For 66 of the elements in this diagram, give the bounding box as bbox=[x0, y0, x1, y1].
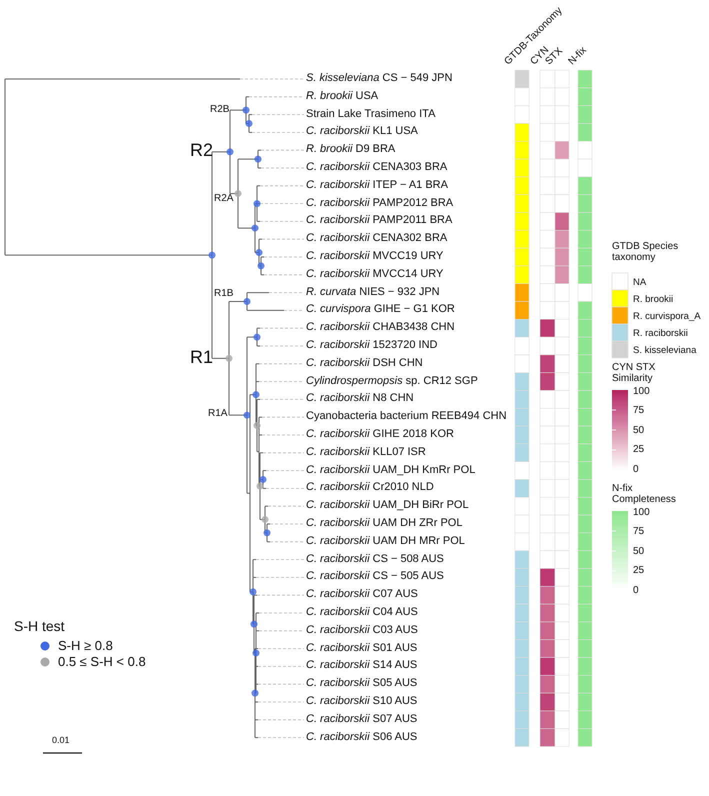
taxon-label: C. raciborskii DSH CHN bbox=[306, 356, 423, 370]
taxon-label: C. raciborskii UAM DH MRr POL bbox=[306, 534, 465, 548]
taxon-label: C. raciborskii KL1 USA bbox=[306, 125, 418, 138]
legend-tick: 100 bbox=[633, 385, 650, 398]
taxon-label: Cyanobacteria bacterium REEB494 CHN bbox=[306, 410, 507, 424]
legend-label: R. raciborskii bbox=[633, 327, 688, 340]
taxon-label: C. raciborskii N8 CHN bbox=[306, 392, 414, 406]
taxon-label: C. raciborskii PAMP2012 BRA bbox=[306, 196, 454, 210]
legend-label: R. brookii bbox=[633, 293, 674, 306]
legend-label: NA bbox=[633, 276, 646, 289]
taxon-label: C. raciborskii C03 AUS bbox=[306, 624, 418, 637]
legend-label: S. kisseleviana bbox=[633, 344, 696, 357]
taxon-label: C. raciborskii S01 AUS bbox=[306, 642, 418, 655]
clade-label: R2B bbox=[210, 104, 230, 116]
legend-tick: 75 bbox=[633, 404, 644, 417]
taxon-label: C. raciborskii S06 AUS bbox=[306, 730, 418, 744]
legend-label: S-H ≥ 0.8 bbox=[58, 638, 113, 654]
taxon-label: C. raciborskii C07 AUS bbox=[306, 588, 418, 602]
taxon-label: C. raciborskii Cr2010 NLD bbox=[306, 481, 434, 494]
taxon-label: C. raciborskii UAM DH ZRr POL bbox=[306, 517, 462, 530]
taxon-label: C. raciborskii CS − 505 AUS bbox=[306, 570, 444, 584]
legend-label: R. curvispora_A bbox=[633, 310, 701, 323]
taxon-label: C. raciborskii S14 AUS bbox=[306, 659, 418, 672]
taxon-label: C. raciborskii MVCC14 URY bbox=[306, 268, 444, 281]
legend-tick: 50 bbox=[633, 545, 644, 558]
legend-title: S-H test bbox=[14, 618, 65, 634]
scale-label: 0.01 bbox=[52, 734, 70, 747]
taxon-label: C. raciborskii CS − 508 AUS bbox=[306, 552, 444, 566]
taxon-label: C. raciborskii GIHE 2018 KOR bbox=[306, 428, 454, 441]
taxon-label: C. raciborskii MVCC19 URY bbox=[306, 250, 444, 263]
taxon-label: C. raciborskii UAM_DH BiRr POL bbox=[306, 499, 469, 512]
clade-label: R2A bbox=[214, 193, 234, 205]
legend-tick: 100 bbox=[633, 506, 650, 519]
taxon-label: C. raciborskii 1523720 IND bbox=[306, 339, 438, 352]
taxon-label: R. brookii USA bbox=[306, 90, 378, 103]
taxon-label: C. raciborskii ITEP − A1 BRA bbox=[306, 178, 448, 192]
clade-label: R1B bbox=[214, 288, 234, 300]
taxon-label: S. kisseleviana CS − 549 JPN bbox=[306, 72, 452, 85]
taxon-label: C. raciborskii S05 AUS bbox=[306, 677, 418, 690]
legend-title: N-fix Completeness bbox=[612, 483, 677, 505]
taxon-label: R. curvata NIES − 932 JPN bbox=[306, 286, 440, 299]
legend-tick: 0 bbox=[633, 463, 639, 476]
taxon-label: C. raciborskii CHAB3438 CHN bbox=[306, 321, 455, 334]
taxon-label: C. raciborskii S07 AUS bbox=[306, 712, 418, 726]
legend-label: 0.5 ≤ S-H < 0.8 bbox=[58, 654, 146, 670]
legend-tick: 25 bbox=[633, 564, 644, 577]
taxon-label: C. raciborskii PAMP2011 BRA bbox=[306, 214, 452, 228]
legend-tick: 75 bbox=[633, 525, 644, 538]
taxon-label: C. raciborskii CENA303 BRA bbox=[306, 161, 448, 174]
taxon-label: C. curvispora GIHE − G1 KOR bbox=[306, 303, 455, 316]
taxon-label: Cylindrospermopsis sp. CR12 SGP bbox=[306, 374, 478, 388]
legend-tick: 0 bbox=[633, 584, 639, 597]
legend-tick: 25 bbox=[633, 443, 644, 456]
taxon-label: R. brookii D9 BRA bbox=[306, 143, 396, 156]
clade-label: R1 bbox=[190, 347, 214, 367]
legend-title: CYN STX Similarity bbox=[612, 362, 656, 384]
taxon-label: C. raciborskii CENA302 BRA bbox=[306, 232, 448, 246]
legend-tick: 50 bbox=[633, 424, 644, 437]
legend-title: GTDB Species taxonomy bbox=[612, 241, 680, 263]
taxon-label: C. raciborskii C04 AUS bbox=[306, 606, 418, 619]
taxon-label: Strain Lake Trasimeno ITA bbox=[306, 108, 436, 121]
taxon-label: C. raciborskii KLL07 ISR bbox=[306, 446, 426, 459]
taxon-label: C. raciborskii S10 AUS bbox=[306, 695, 418, 708]
clade-label: R2 bbox=[190, 140, 214, 160]
taxon-label: C. raciborskii UAM_DH KmRr POL bbox=[306, 464, 476, 477]
clade-label: R1A bbox=[208, 408, 228, 420]
